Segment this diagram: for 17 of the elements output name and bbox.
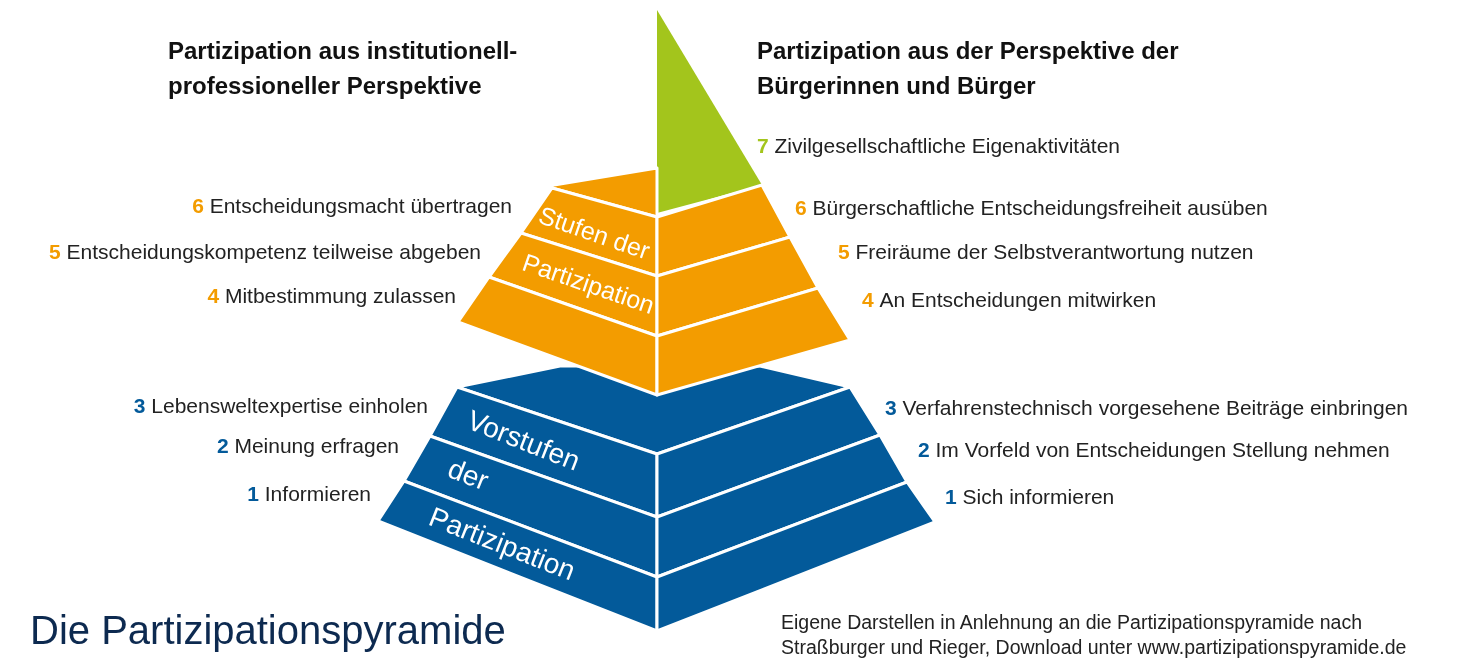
step-label: 2 Meinung erfragen (216, 434, 399, 458)
step-label: 4 An Entscheidungen mitwirken (862, 288, 1157, 312)
step-label: 4 Mitbestimmung zulassen (207, 284, 456, 308)
title: Die Partizipationspyramide (30, 608, 506, 653)
source-note: Eigene Darstellen in Anlehnung an die Partizipationspyramide nach Straßburger und Rieger, Download unter www.partizipationspyramide.de (781, 610, 1408, 661)
heading: Partizipation aus der Perspektive der Bürgerinnen und Bürger (757, 36, 1180, 101)
step-label: 5 Entscheidungskompetenz teilweise abgeben (49, 240, 481, 264)
step-label: 3 Verfahrenstechnisch vorgesehene Beiträge einbringen (885, 396, 1409, 420)
step-label: 1 Informieren (247, 482, 371, 506)
step-label: 7 Zivilgesellschaftliche Eigenaktivitäten (757, 134, 1121, 158)
step-label: 6 Entscheidungsmacht übertragen (192, 194, 512, 218)
step-label: 1 Sich informieren (945, 485, 1115, 509)
heading: Partizipation aus institutionell-professioneller Perspektive (168, 36, 519, 101)
step-label: 2 Im Vorfeld von Entscheidungen Stellung nehmen (918, 438, 1390, 462)
step-label: 6 Bürgerschaftliche Entscheidungsfreiheit ausüben (795, 196, 1268, 220)
step-label: 3 Lebensweltexpertise einholen (133, 394, 428, 418)
step-label: 5 Freiräume der Selbstverantwortung nutzen (838, 240, 1254, 264)
